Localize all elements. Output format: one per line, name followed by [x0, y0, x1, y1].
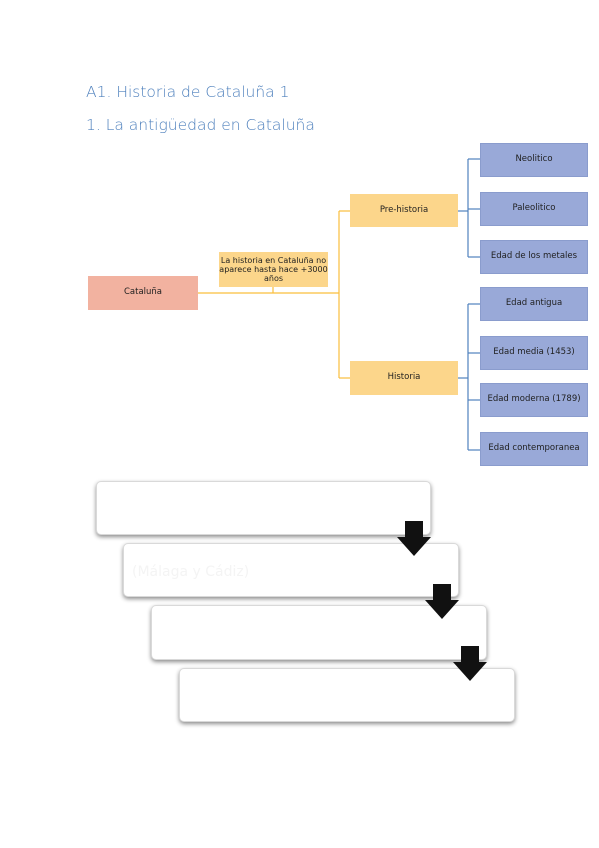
node-paleolitico: Paleolitico [480, 192, 588, 226]
node-neolitico: Neolitico [480, 143, 588, 177]
node-root: Cataluña [88, 276, 198, 310]
node-intro: La historia en Cataluña no aparece hasta… [219, 252, 328, 287]
process-step-1 [96, 481, 431, 535]
node-edad-media: Edad media (1453) [480, 336, 588, 370]
section-heading: 1. La antigüedad en Cataluña [86, 116, 315, 134]
document-title: A1. Historia de Cataluña 1 [86, 83, 290, 101]
arrow-down-icon [397, 521, 431, 556]
node-prehistoria: Pre-historia [350, 194, 458, 227]
node-edad-moderna: Edad moderna (1789) [480, 383, 588, 417]
node-edad-metales: Edad de los metales [480, 240, 588, 274]
process-step-3 [151, 605, 487, 660]
arrow-down-icon [425, 584, 459, 619]
node-historia: Historia [350, 361, 458, 395]
node-edad-antigua: Edad antigua [480, 287, 588, 321]
arrow-down-icon [453, 646, 487, 681]
process-step-2: (Málaga y Cádiz) [123, 543, 459, 597]
node-edad-contemporanea: Edad contemporanea [480, 432, 588, 466]
process-step-4 [179, 668, 515, 722]
